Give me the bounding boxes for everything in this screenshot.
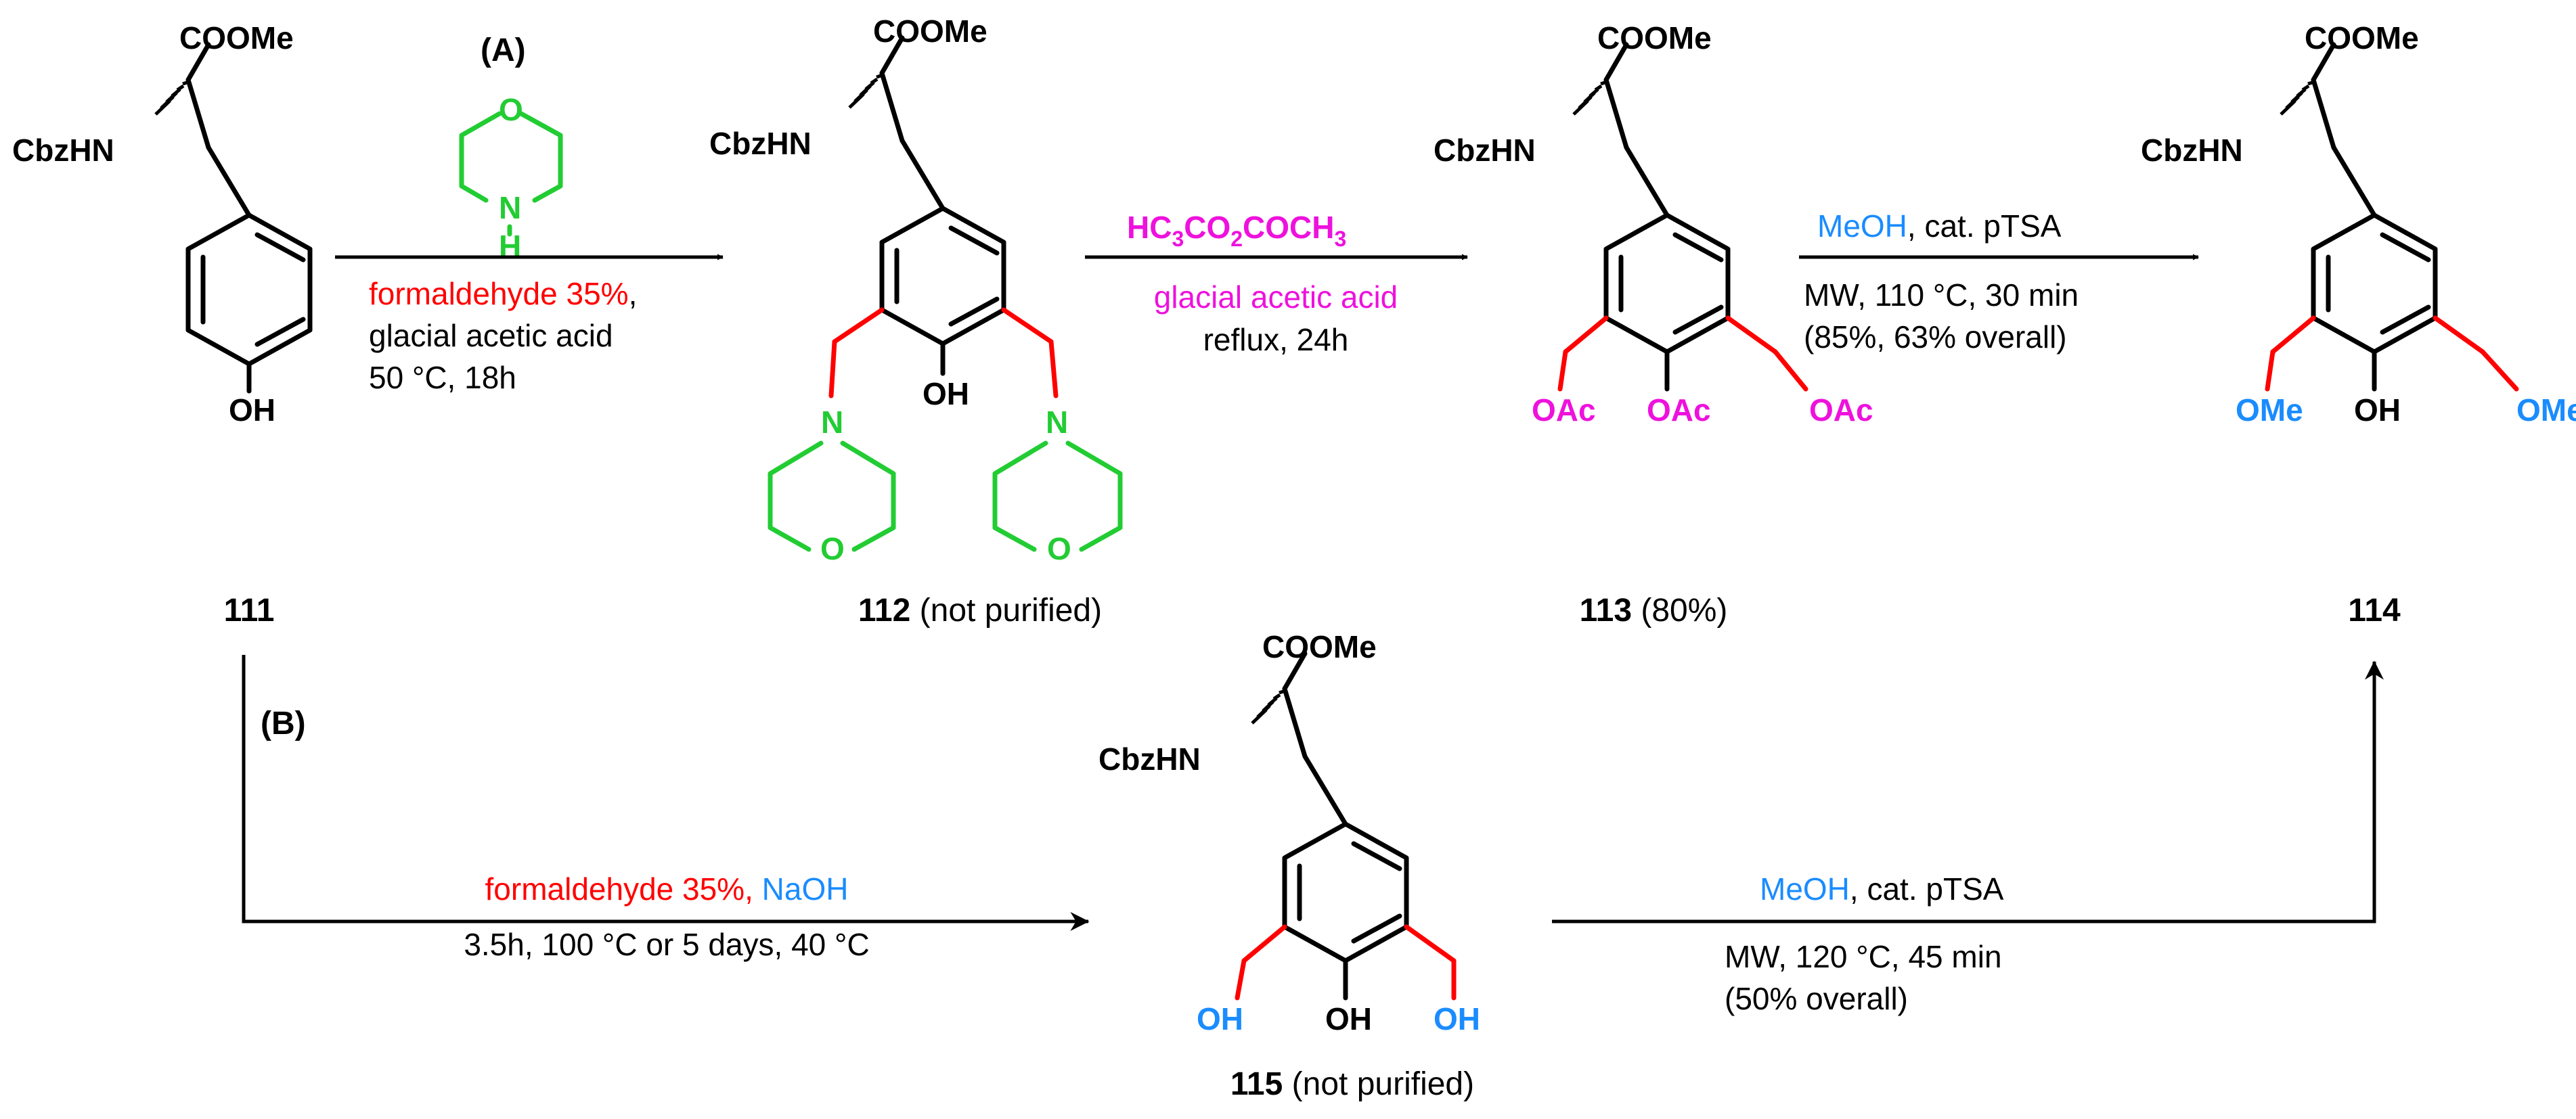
condition-a1-line3: 50 °C, 18h <box>369 360 516 395</box>
compound-note: (not purified) <box>1283 1066 1474 1102</box>
reagent-naoh: NaOH <box>762 871 849 907</box>
condition-b2-line3: (50% overall) <box>1725 981 1908 1016</box>
compound-note: (not purified) <box>910 593 1102 629</box>
condition-b2-line1: MeOH, cat. pTSA <box>1760 871 2004 907</box>
condition-a1-line2: glacial acetic acid <box>369 318 613 353</box>
atom-oac: OAc <box>1647 392 1711 428</box>
compound-label-113: 113 (80%) <box>1580 593 1728 629</box>
atom-oh: OH <box>1197 1001 1243 1036</box>
condition-b1-line2: 3.5h, 100 °C or 5 days, 40 °C <box>464 927 869 962</box>
compound-number: 115 <box>1230 1066 1283 1102</box>
compound-label-114: 114 <box>2348 593 2401 629</box>
compound-number: 114 <box>2348 593 2401 629</box>
atom-oac: OAc <box>1532 392 1596 428</box>
compound-115-structure <box>1282 651 1409 1001</box>
atom-morpholine-o: O <box>820 531 845 566</box>
atom-oh: OH <box>2354 392 2401 428</box>
compound-115-new-ch2-bonds <box>1235 924 1457 1001</box>
compound-112-new-ch2-bonds <box>828 307 1059 398</box>
route-a-label: (A) <box>481 32 526 68</box>
compound-111-structure <box>185 42 313 394</box>
condition-a1-line1: formaldehyde 35%, <box>369 276 637 311</box>
atom-oh: OH <box>1325 1001 1372 1036</box>
compound-112-morpholine-rings <box>768 440 1123 552</box>
reagent-subscript: 2 <box>1230 227 1243 251</box>
atom-morpholine-n: N <box>1046 405 1068 440</box>
atom-ome: OMe <box>2516 392 2576 428</box>
reagent-methyl-propiolate: HC3CO2COCH3 <box>1127 210 1346 251</box>
reagent-formaldehyde: formaldehyde 35%, <box>485 871 762 907</box>
reagent-part: CO <box>1184 210 1230 245</box>
atom-cbzhn: CbzHN <box>12 133 114 168</box>
atom-morpholine-n: N <box>499 190 521 225</box>
condition-b2-line2: MW, 120 °C, 45 min <box>1725 939 2002 974</box>
compound-112-hash-wedge <box>848 74 881 109</box>
atom-morpholine-o: O <box>1047 531 1071 566</box>
atom-oh: OH <box>229 392 275 428</box>
compound-113-structure <box>1603 42 1731 392</box>
condition-a3-line2: MW, 110 °C, 30 min <box>1804 277 2079 313</box>
atom-oh: OH <box>1434 1001 1480 1036</box>
compound-number: 113 <box>1580 593 1632 629</box>
reagent-catalyst: , cat. pTSA <box>1850 871 2004 907</box>
condition-a3-line1: MeOH, cat. pTSA <box>1817 208 2062 244</box>
compound-111-hash-wedge <box>154 81 187 116</box>
reagent-part: HC <box>1127 210 1172 245</box>
compound-label-112: 112 (not purified) <box>858 593 1102 629</box>
route-b-label: (B) <box>261 706 306 741</box>
atom-cbzhn: CbzHN <box>1434 133 1536 168</box>
compound-label-111: 111 <box>224 593 275 629</box>
arrow-step-b2 <box>1552 660 2384 923</box>
atom-coome: COOMe <box>1262 629 1377 664</box>
compound-number: 111 <box>224 593 275 629</box>
atom-morpholine-o: O <box>499 92 523 127</box>
atom-morpholine-n: N <box>821 405 843 440</box>
atom-cbzhn: CbzHN <box>709 126 812 161</box>
atom-coome: COOMe <box>873 14 987 49</box>
atom-coome: COOMe <box>2305 20 2419 55</box>
atom-cbzhn: CbzHN <box>2141 133 2243 168</box>
compound-115-hash-wedge <box>1251 689 1284 725</box>
reagent-catalyst: , cat. pTSA <box>1907 208 2062 244</box>
condition-a2-line2: glacial acetic acid <box>1154 279 1398 315</box>
atom-coome: COOMe <box>1597 20 1712 55</box>
compound-114-hash-wedge <box>2280 81 2313 116</box>
condition-a2-line3: reflux, 24h <box>1203 322 1349 357</box>
condition-b1-line1: formaldehyde 35%, NaOH <box>485 871 849 907</box>
atom-oh: OH <box>923 376 969 411</box>
morpholine-reagent <box>459 111 563 237</box>
compound-113-new-ch2-bonds <box>1557 315 1808 392</box>
reagent-meoh: MeOH <box>1760 871 1850 907</box>
atom-cbzhn: CbzHN <box>1098 741 1201 777</box>
reagent-meoh: MeOH <box>1817 208 1907 244</box>
reagent-formaldehyde: formaldehyde 35% <box>369 276 629 311</box>
reagent-subscript: 3 <box>1335 227 1347 251</box>
compound-112-structure <box>879 35 1006 376</box>
arrow-step-b1 <box>242 655 1090 931</box>
compound-114-new-ch2-bonds <box>2265 315 2519 392</box>
atom-oac: OAc <box>1809 392 1873 428</box>
compound-113-hash-wedge <box>1572 81 1605 116</box>
atom-ome: OMe <box>2236 392 2303 428</box>
compound-number: 112 <box>858 593 910 629</box>
compound-label-115: 115 (not purified) <box>1230 1066 1474 1102</box>
condition-a3-line3: (85%, 63% overall) <box>1804 319 2067 355</box>
compound-114-structure <box>2311 42 2438 392</box>
compound-note: (80%) <box>1632 593 1727 629</box>
reagent-separator: , <box>629 276 638 311</box>
atom-coome: COOMe <box>179 20 294 55</box>
reagent-subscript: 3 <box>1172 227 1184 251</box>
reagent-part: COCH <box>1243 210 1334 245</box>
